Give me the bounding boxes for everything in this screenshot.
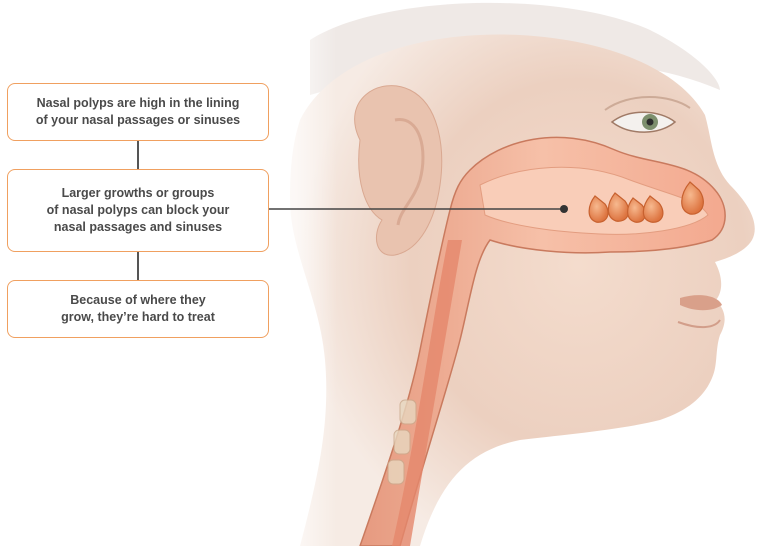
callout-polyp-location: Nasal polyps are high in the lining of y… (7, 83, 269, 141)
connector-line-top (137, 141, 139, 169)
callout-text: grow, they’re hard to treat (61, 309, 215, 326)
callout-polyp-blockage: Larger growths or groups of nasal polyps… (7, 169, 269, 252)
callout-text: of your nasal passages or sinuses (36, 112, 240, 129)
callout-text: Larger growths or groups (47, 185, 230, 202)
callout-text: Nasal polyps are high in the lining (36, 95, 240, 112)
callout-text: nasal passages and sinuses (47, 219, 230, 236)
callout-hard-to-treat: Because of where they grow, they’re hard… (7, 280, 269, 338)
callout-text: Because of where they (61, 292, 215, 309)
connector-line-bottom (137, 252, 139, 280)
callout-text: of nasal polyps can block your (47, 202, 230, 219)
